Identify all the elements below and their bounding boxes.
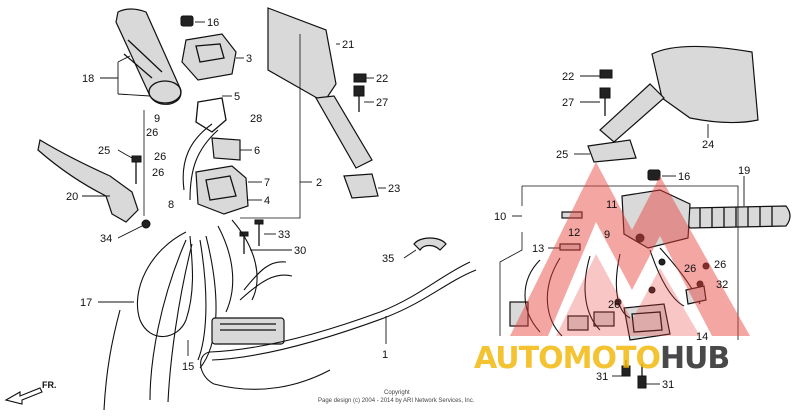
label-part-9-right: 9 [604, 229, 610, 241]
label-part-5: 5 [234, 91, 240, 103]
label-part-6: 6 [254, 145, 260, 157]
watermark: AUTOMOTOHUB [474, 162, 750, 376]
label-part-16-right: 16 [678, 171, 690, 183]
label-part-12: 12 [568, 227, 580, 239]
bolt-part-27-left [353, 85, 365, 112]
screw-part-32 [254, 219, 264, 246]
label-part-25: 25 [556, 149, 568, 161]
switch-housing-part-3 [181, 33, 237, 81]
label-part-24: 24 [702, 139, 714, 151]
front-direction-marker: FR. [4, 380, 57, 405]
label-part-4: 4 [264, 195, 270, 207]
copyright-line-2: Page design (c) 2004 - 2014 by ARI Netwo… [318, 398, 475, 404]
label-part-32: 33 [278, 229, 290, 241]
right-mirror-part-24 [651, 45, 759, 124]
label-part-29: 28 [250, 113, 262, 125]
switch-assembly-part-14 [623, 303, 671, 341]
clip-part-35 [413, 237, 447, 251]
part-labels: 16 3 18 5 9 28 26 25 26 6 26 7 2 20 4 8 … [66, 17, 750, 391]
cap-part-16-right [647, 169, 661, 181]
bolt-part-26 [131, 155, 142, 184]
label-part-34: 34 [100, 233, 112, 245]
label-part-28-right-a: 26 [684, 263, 696, 275]
label-part-11: 11 [606, 199, 617, 211]
label-part-7: 7 [264, 177, 270, 189]
label-part-28-right-c: 26 [608, 299, 620, 311]
label-part-22-left: 22 [376, 73, 388, 85]
label-part-31-a: 31 [596, 371, 608, 383]
label-part-33: 32 [716, 279, 728, 291]
connector-right-b [567, 315, 589, 331]
label-part-15: 15 [182, 361, 194, 373]
label-part-21: 21 [342, 39, 354, 51]
screw-part-31-b [637, 364, 647, 389]
label-part-3: 3 [246, 53, 252, 65]
label-part-35: 35 [382, 253, 394, 265]
label-part-9-left: 9 [154, 113, 160, 125]
nut-part-22-left [353, 73, 367, 83]
label-part-28-left-b: 26 [154, 151, 166, 163]
throttle-cable-part-1 [200, 261, 471, 390]
arrow-left-icon [4, 387, 43, 405]
plate-part-12 [561, 211, 583, 219]
switch-housing-part-4 [195, 165, 249, 215]
mirror-base-part-25 [587, 139, 637, 163]
label-part-16-left: 16 [207, 17, 219, 29]
label-part-17: 17 [80, 297, 92, 309]
label-part-28-right-b: 26 [714, 259, 726, 271]
watermark-text-auto: AUTOMOTO [474, 341, 660, 376]
label-part-27-right: 27 [562, 97, 574, 109]
clutch-cable-part-17 [136, 231, 194, 338]
label-part-28-left-c: 26 [152, 167, 164, 179]
connector-right-a [593, 311, 615, 327]
nut-part-22-right [599, 69, 613, 79]
switch-part-6 [211, 137, 241, 161]
left-mirror-part-21 [267, 7, 337, 103]
label-part-30: 30 [294, 245, 306, 257]
label-part-23: 23 [388, 183, 400, 195]
label-part-14: 14 [696, 331, 708, 343]
pad-part-23 [343, 173, 379, 199]
label-part-31-b: 31 [662, 379, 674, 391]
front-label: FR. [42, 380, 57, 390]
label-part-1: 1 [382, 349, 388, 361]
label-part-27-left: 27 [376, 97, 388, 109]
label-part-19: 19 [738, 165, 750, 177]
bracket-part-5 [195, 97, 227, 133]
label-part-26: 25 [98, 145, 110, 157]
left-grip-part-18 [115, 8, 182, 105]
label-part-10: 10 [494, 211, 506, 223]
label-part-28-left-a: 26 [146, 127, 158, 139]
screw-part-31-a [621, 360, 631, 377]
watermark-logo-icon [510, 162, 750, 336]
cap-part-16 [180, 15, 194, 27]
connector-part-15 [211, 317, 285, 345]
watermark-text-hub: HUB [660, 341, 729, 376]
clutch-lever-part-20 [37, 139, 139, 223]
plate-part-13 [559, 243, 581, 251]
leader-lines [82, 21, 745, 385]
bolt-part-27-right [599, 87, 611, 116]
throttle-housing-part-11 [621, 189, 691, 249]
nut-part-34 [141, 219, 151, 229]
label-part-13: 13 [532, 243, 544, 255]
label-part-20: 20 [66, 191, 78, 203]
svg-text:AUTOMOTOHUB: AUTOMOTOHUB [474, 341, 729, 376]
label-part-2: 2 [316, 177, 322, 189]
label-part-8: 8 [168, 199, 174, 211]
copyright-line-1: Copyright [384, 390, 410, 396]
label-part-18: 18 [82, 73, 94, 85]
label-part-22-right: 22 [562, 71, 574, 83]
